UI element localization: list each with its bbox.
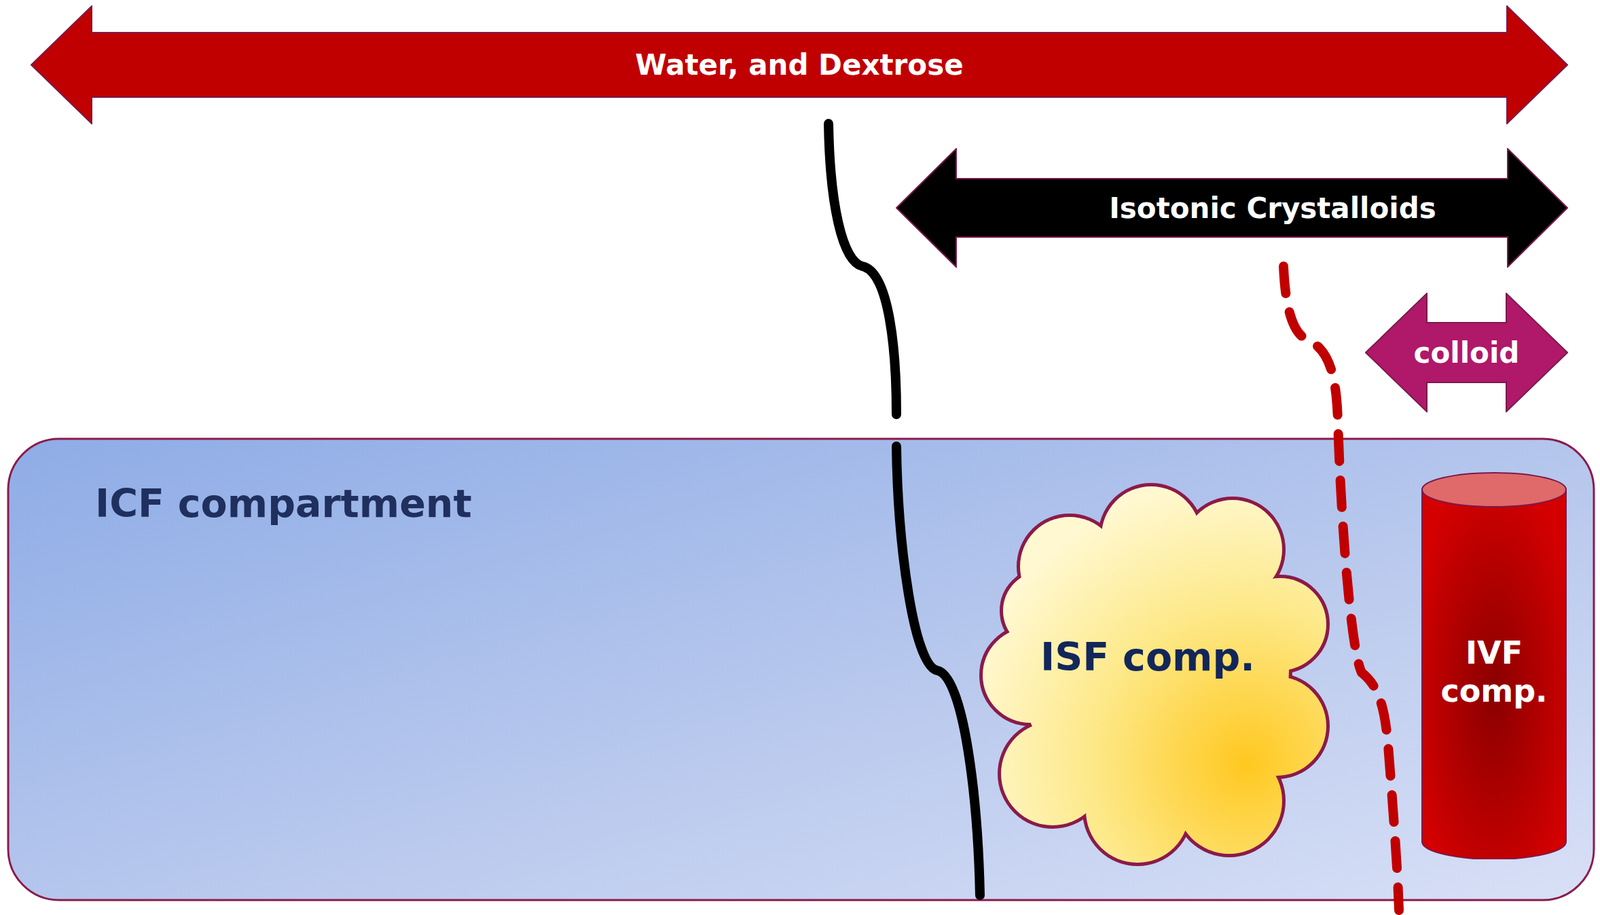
node-label: Isotonic Crystalloids (1108, 191, 1437, 225)
node-label: colloid (1413, 336, 1520, 370)
compartment-region: ICF compartmentISF comp. IVF comp. (8, 438, 1594, 900)
fluid-arrow: Water, and Dextrose (30, 5, 1569, 125)
fluid-arrow: Isotonic Crystalloids (895, 148, 1569, 268)
compartment-cloud: ISF comp. (974, 471, 1335, 870)
node-label: ICF compartment (95, 480, 472, 526)
node-label: ISF comp. (1040, 634, 1256, 680)
compartment-cylinder: IVF comp. (1420, 471, 1568, 860)
fluid-arrow: colloid (1365, 292, 1569, 413)
node-label: IVF comp. (1436, 634, 1552, 709)
node-label: Water, and Dextrose (634, 48, 963, 82)
